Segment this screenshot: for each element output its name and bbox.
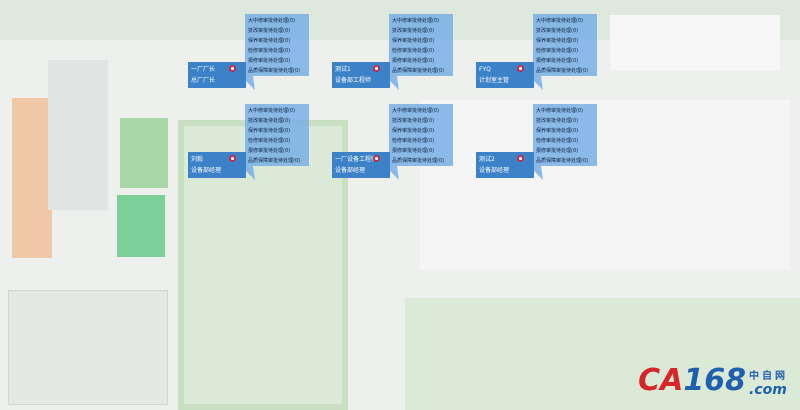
user-role: 设备部经理 [335,167,366,174]
location-pin-icon[interactable] [229,155,236,162]
approval-popup: 大中修审批待处理(0) 技改审批待处理(0) 保养审批待处理(0) 检修审批待处理(0… [533,14,597,76]
approval-popup: 大中修审批待处理(0) 技改审批待处理(0) 保养审批待处理(0) 检修审批待处理(0… [389,14,453,76]
popup-item[interactable]: 报修审批待处理(0) [248,58,291,64]
popup-item[interactable]: 报修审批待处理(0) [536,58,579,64]
user-name: FYQ [479,66,491,73]
popup-item[interactable]: 技改审批待处理(0) [248,28,291,34]
location-pin-icon[interactable] [373,65,380,72]
user-name: 测试2 [479,156,495,163]
user-card[interactable]: 一厂设备工程师设备部经理 [332,152,390,178]
popup-item[interactable]: 品质保障审批待处理(0) [536,158,589,164]
green-area-2 [405,298,800,410]
user-role: 总厂厂长 [191,77,216,84]
user-role: 计划室主管 [479,77,510,84]
location-pin-icon[interactable] [517,65,524,72]
logo-168: 168 [683,363,746,398]
sports-field [120,118,168,188]
popup-item[interactable]: 大中修审批待处理(0) [392,18,440,24]
location-pin-icon[interactable] [229,65,236,72]
popup-item[interactable]: 检修审批待处理(0) [248,138,291,144]
user-role: 设备部经理 [479,167,510,174]
popup-item[interactable]: 品质保障审批待处理(0) [392,158,445,164]
lot [8,290,168,405]
user-card[interactable]: 一厂厂长总厂厂长 [188,62,246,88]
logo-domain: .com [749,382,787,398]
user-role: 设备部经理 [191,167,222,174]
user-role: 设备部工程师 [335,77,372,84]
popup-item[interactable]: 大中修审批待处理(0) [248,108,296,114]
popup-item[interactable]: 报修审批待处理(0) [392,58,435,64]
popup-item[interactable]: 保养审批待处理(0) [392,38,435,44]
popup-item[interactable]: 保养审批待处理(0) [392,128,435,134]
approval-popup: 大中修审批待处理(0) 技改审批待处理(0) 保养审批待处理(0) 检修审批待处理(0… [245,14,309,76]
user-card[interactable]: 测试1 设备部工程师 [332,62,390,88]
popup-item[interactable]: 技改审批待处理(0) [392,28,435,34]
location-pin-icon[interactable] [373,155,380,162]
user-name: 一厂厂长 [191,66,216,73]
user-name: 一厂设备工程师 [335,156,378,163]
ca168-logo: CA 168 中自网 .com [638,363,788,398]
user-name: 刘毅 [191,156,204,163]
popup-item[interactable]: 保养审批待处理(0) [248,38,291,44]
popup-item[interactable]: 检修审批待处理(0) [392,48,435,54]
popup-item[interactable]: 大中修审批待处理(0) [248,18,296,24]
logo-cn: 中自网 [749,371,788,382]
popup-item[interactable]: 大中修审批待处理(0) [536,18,584,24]
approval-popup: 大中修审批待处理(0) 技改审批待处理(0) 保养审批待处理(0) 检修审批待处理(0… [245,104,309,166]
approval-popup: 大中修审批待处理(0) 技改审批待处理(0) 保养审批待处理(0) 检修审批待处理(0… [533,104,597,166]
user-card[interactable]: 测试2 设备部经理 [476,152,534,178]
popup-item[interactable]: 技改审批待处理(0) [392,118,435,124]
popup-item[interactable]: 检修审批待处理(0) [536,138,579,144]
building [48,60,108,210]
popup-item[interactable]: 技改审批待处理(0) [536,28,579,34]
popup-item[interactable]: 报修审批待处理(0) [248,148,291,154]
approval-popup: 大中修审批待处理(0) 技改审批待处理(0) 保养审批待处理(0) 检修审批待处理(0… [389,104,453,166]
popup-item[interactable]: 技改审批待处理(0) [248,118,291,124]
popup-item[interactable]: 品质保障审批待处理(0) [248,158,301,164]
tennis-court [117,195,165,257]
popup-item[interactable]: 保养审批待处理(0) [248,128,291,134]
user-card[interactable]: FYQ 计划室主管 [476,62,534,88]
popup-item[interactable]: 报修审批待处理(0) [536,148,579,154]
popup-item[interactable]: 大中修审批待处理(0) [392,108,440,114]
popup-item[interactable]: 技改审批待处理(0) [536,118,579,124]
popup-item[interactable]: 检修审批待处理(0) [536,48,579,54]
popup-item[interactable]: 大中修审批待处理(0) [536,108,584,114]
factory-area [420,100,790,270]
popup-item[interactable]: 保养审批待处理(0) [536,38,579,44]
popup-item[interactable]: 品质保障审批待处理(0) [248,68,301,74]
user-name: 测试1 [335,66,351,73]
user-card[interactable]: 刘毅设备部经理 [188,152,246,178]
logo-suffix: 中自网 .com [749,367,788,398]
popup-item[interactable]: 检修审批待处理(0) [248,48,291,54]
popup-item[interactable]: 品质保障审批待处理(0) [536,68,589,74]
popup-item[interactable]: 保养审批待处理(0) [536,128,579,134]
building-orange [12,98,52,258]
popup-item[interactable]: 报修审批待处理(0) [392,148,435,154]
building-top-right [610,15,780,70]
popup-item[interactable]: 品质保障审批待处理(0) [392,68,445,74]
location-pin-icon[interactable] [517,155,524,162]
logo-ca: CA [638,363,684,398]
popup-item[interactable]: 检修审批待处理(0) [392,138,435,144]
